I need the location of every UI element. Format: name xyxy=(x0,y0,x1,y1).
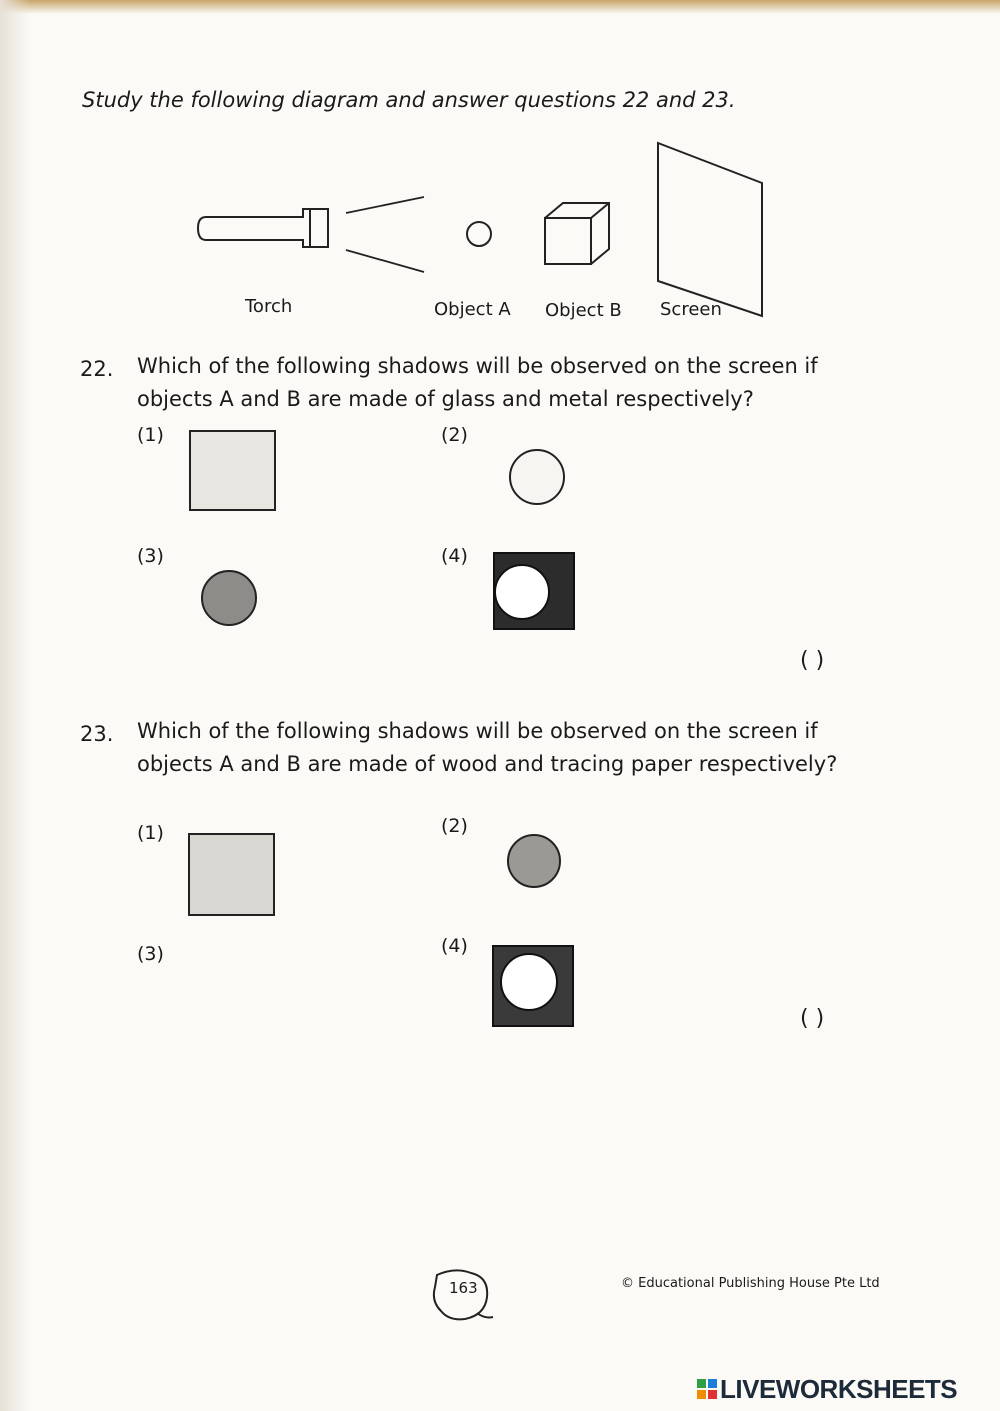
object-b-label: Object B xyxy=(545,300,622,321)
leaf-icon xyxy=(432,1269,494,1321)
q23-option-1-shadow[interactable] xyxy=(188,833,276,917)
q23-answer-bracket[interactable]: ( ) xyxy=(800,1006,825,1031)
q23-option-3-label: (3) xyxy=(137,943,164,965)
q22-option-1-shadow[interactable] xyxy=(189,430,277,512)
screen-label: Screen xyxy=(660,299,722,320)
liveworksheets-watermark[interactable]: LIVEWORKSHEETS xyxy=(720,1374,958,1404)
q22-option-3-shadow[interactable] xyxy=(198,568,268,628)
q22-option-2-shadow[interactable] xyxy=(497,443,581,513)
light-diagram xyxy=(196,141,763,318)
torch-label: Torch xyxy=(245,296,293,317)
question-23-text: Which of the following shadows will be o… xyxy=(137,719,838,776)
torch-drawing xyxy=(196,208,329,248)
screen-panel xyxy=(657,141,763,318)
q22-option-4-label: (4) xyxy=(441,545,468,567)
object-a-label: Object A xyxy=(434,299,511,320)
object-a-sphere xyxy=(466,221,492,247)
page-edge-left xyxy=(0,0,30,1411)
q22-option-1-label: (1) xyxy=(137,424,164,446)
q23-option-4-label: (4) xyxy=(441,935,468,957)
instruction-text: Study the following diagram and answer q… xyxy=(82,88,736,112)
light-rays xyxy=(345,196,425,273)
question-22-text: Which of the following shadows will be o… xyxy=(137,354,818,411)
q23-option-4-shadow[interactable] xyxy=(492,945,576,1029)
q23-option-3-shadow[interactable] xyxy=(189,950,275,1030)
liveworksheets-logo-icon xyxy=(697,1379,717,1399)
copyright-text: © Educational Publishing House Pte Ltd xyxy=(621,1276,880,1291)
q23-option-1-label: (1) xyxy=(137,822,164,844)
page-edge-top xyxy=(0,0,1000,14)
question-23-number: 23. xyxy=(80,722,114,746)
q22-option-3-label: (3) xyxy=(137,545,164,567)
q22-option-4-shadow[interactable] xyxy=(493,552,577,632)
q23-option-2-label: (2) xyxy=(441,815,468,837)
q22-option-2-label: (2) xyxy=(441,424,468,446)
object-b-cube xyxy=(544,202,610,265)
question-22-number: 22. xyxy=(80,357,114,381)
page-number: 163 xyxy=(449,1279,478,1297)
q22-answer-bracket[interactable]: ( ) xyxy=(800,648,825,673)
q23-option-2-shadow[interactable] xyxy=(505,832,567,888)
